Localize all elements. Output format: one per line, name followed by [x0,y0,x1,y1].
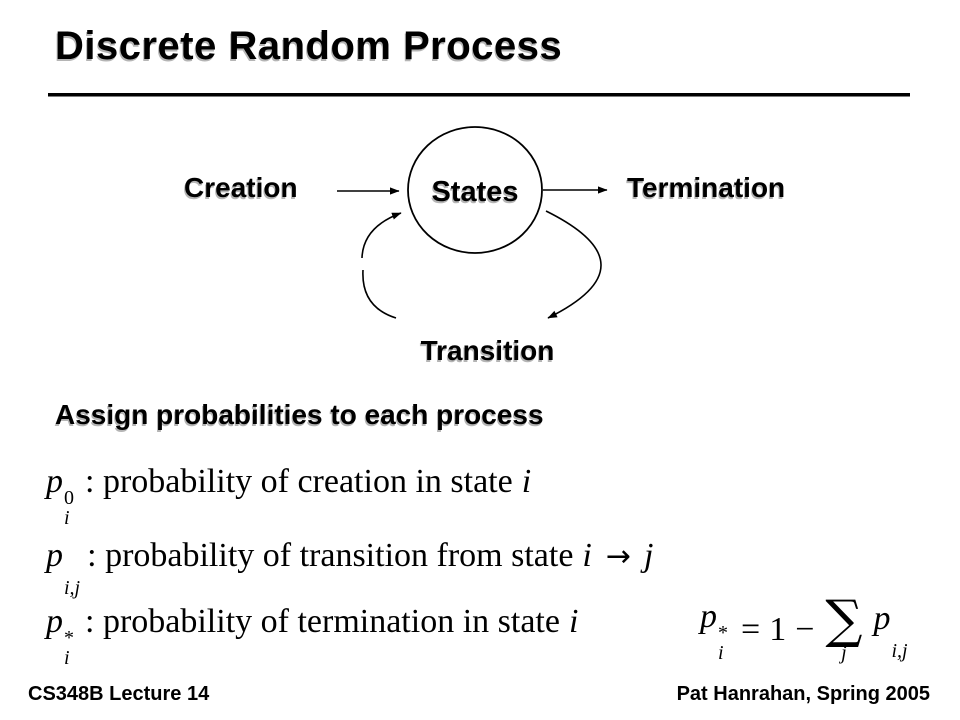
transition-loop-right-arc [546,211,601,318]
definition-text: : probability of transition from state [87,537,574,574]
state-variable: j [644,537,654,574]
creation-label: Creation [184,172,298,203]
title-rule-gray-line [48,96,910,97]
transition-loop-left-upper-arc [362,213,402,258]
title-rule [48,93,910,97]
symbol-p-termination: p*i [46,603,74,669]
title-rule-black-line [48,93,910,96]
termination-label: Termination [627,172,786,203]
page-title: Discrete Random Process [55,24,563,68]
assign-heading: Assign probabilities to each process [55,399,544,430]
state-variable: i [521,463,532,500]
sigma-icon: ∑ [825,590,863,650]
right-arrow-icon: → [605,539,632,574]
constant-one: 1 [769,611,787,648]
summation-index: j [841,642,847,664]
footer-author: Pat Hanrahan, Spring 2005 [676,683,930,705]
transition-loop-left-lower-arc [363,270,396,318]
definition-text: : probability of creation in state [85,463,513,500]
definition-text: : probability of termination in state [85,603,560,640]
footer-course: CS348B Lecture 14 [28,683,210,705]
minus-sign: − [795,611,815,648]
state-variable: i [568,603,579,640]
states-label: States [431,176,519,208]
transition-label: Transition [420,335,555,366]
equation-lhs: p*i [700,597,728,664]
equals-sign: = [741,611,761,648]
summation: ∑j [825,590,863,664]
definition-termination-probability: p*i : probability of termination in state… [46,602,578,668]
state-variable: i [582,537,592,574]
